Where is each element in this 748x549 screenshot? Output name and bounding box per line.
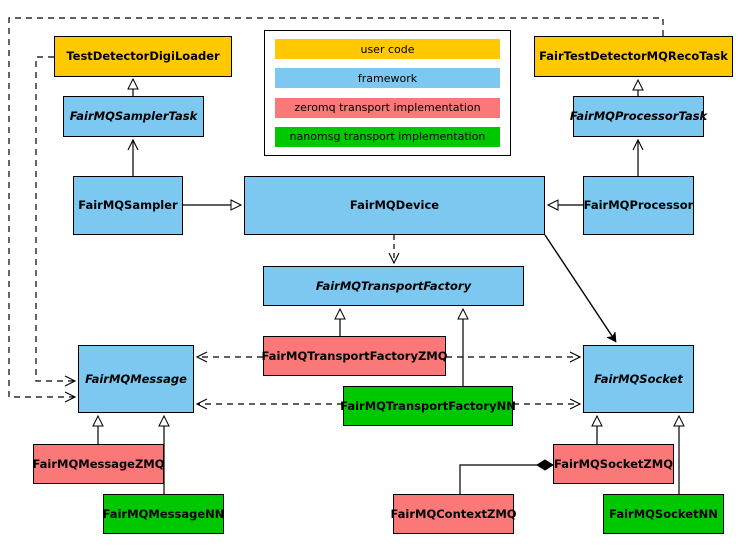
class-box-label: FairMQDevice	[349, 198, 440, 213]
class-box-fairmqsocketzmq[interactable]: FairMQSocketZMQ	[553, 444, 674, 484]
class-box-fairmqsampler[interactable]: FairMQSampler	[73, 176, 183, 235]
class-box-label: FairMQTransportFactoryNN	[340, 398, 516, 413]
legend-item-zeromq: zeromq transport implementation	[275, 97, 500, 118]
class-box-label: FairMQSocketNN	[609, 506, 718, 521]
class-box-label: FairMQContextZMQ	[390, 506, 517, 521]
legend-label-nanomsg: nanomsg transport implementation	[289, 130, 486, 144]
edge-device-socket	[544, 234, 617, 342]
class-box-fairmqprocessortask[interactable]: FairMQProcessorTask	[569, 96, 708, 137]
class-box-fairmqcontextzmq[interactable]: FairMQContextZMQ	[390, 494, 517, 534]
class-box-fairmqdevice[interactable]: FairMQDevice	[244, 176, 545, 235]
legend-label-user-code: user code	[360, 42, 415, 56]
class-box-fairmqmessagenn[interactable]: FairMQMessageNN	[103, 494, 224, 534]
class-box-testdetectordigiloader[interactable]: TestDetectorDigiLoader	[54, 36, 232, 77]
class-box-label: FairMQSocket	[594, 371, 683, 386]
edge-contextzmq-socketzmq	[459, 459, 554, 494]
class-box-label: FairMQSamplerTask	[69, 109, 198, 124]
legend-label-framework: framework	[357, 71, 418, 85]
class-box-label: FairMQMessageZMQ	[32, 456, 165, 471]
class-box-fairmqsamplertask[interactable]: FairMQSamplerTask	[63, 96, 204, 137]
class-box-fairmqtransportfactorynn[interactable]: FairMQTransportFactoryNN	[340, 386, 516, 426]
legend-label-zeromq: zeromq transport implementation	[294, 101, 481, 115]
class-box-fairmqtransportfactory[interactable]: FairMQTransportFactory	[263, 266, 524, 306]
class-box-fairmqmessagezmq[interactable]: FairMQMessageZMQ	[32, 444, 165, 484]
legend-item-framework: framework	[275, 68, 500, 89]
legend-item-nanomsg: nanomsg transport implementation	[275, 126, 500, 147]
class-box-fairtestdetectormqrecotask[interactable]: FairTestDetectorMQRecoTask	[534, 36, 733, 77]
legend-item-user-code: user code	[275, 39, 500, 59]
class-box-label: FairMQMessage	[85, 371, 187, 386]
legend-panel: user code framework zeromq transport imp…	[264, 30, 511, 156]
class-box-fairmqsocketnn[interactable]: FairMQSocketNN	[603, 494, 724, 534]
class-box-fairmqprocessor[interactable]: FairMQProcessor	[583, 176, 694, 235]
class-box-label: FairMQMessageNN	[102, 506, 225, 521]
class-box-label: FairMQSocketZMQ	[554, 456, 673, 471]
class-box-label: FairMQProcessor	[583, 198, 694, 213]
class-box-fairmqmessage[interactable]: FairMQMessage	[78, 345, 194, 413]
class-box-label: FairMQTransportFactory	[315, 278, 472, 293]
class-box-label: FairMQProcessorTask	[569, 109, 708, 124]
class-box-label: FairTestDetectorMQRecoTask	[539, 49, 728, 64]
class-box-label: FairMQSampler	[78, 198, 178, 213]
class-box-label: FairMQTransportFactoryZMQ	[261, 348, 448, 363]
class-box-fairmqtransportfactoryzmq[interactable]: FairMQTransportFactoryZMQ	[261, 336, 448, 376]
class-box-label: TestDetectorDigiLoader	[66, 49, 220, 64]
class-box-fairmqsocket[interactable]: FairMQSocket	[583, 345, 694, 413]
